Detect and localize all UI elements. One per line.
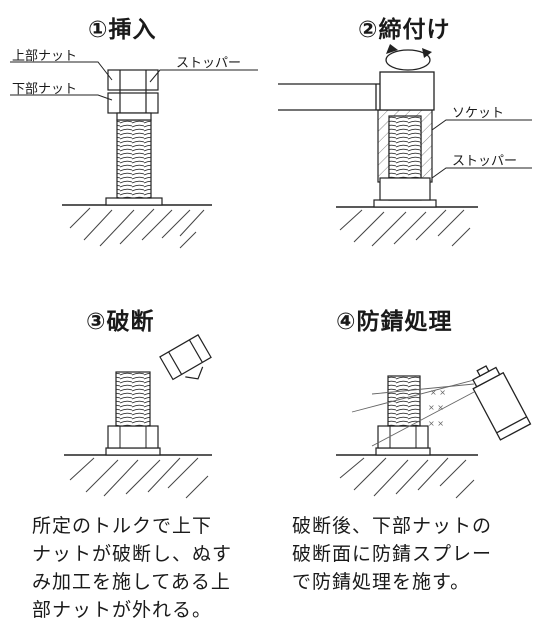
detached-upper-nut [159,334,212,381]
stopper-plate [375,447,431,456]
label-socket: ソケット [452,106,505,121]
svg-text:× ×: × × [428,403,444,412]
description-line: み加工を施してある上 [32,571,231,593]
spray-cone: × × × × × × [351,379,475,447]
panel-fracture [64,334,212,499]
step-title-tighten: ②締付け [358,17,451,43]
description-line: 部ナットが外れる。 [32,599,213,621]
svg-text:× ×: × × [430,388,446,397]
description-line: ナットが破断し、ぬす [32,543,233,565]
description-line: で防錆処理を施す。 [292,571,471,593]
ground [336,206,478,247]
bolt-thread [115,371,151,427]
panel-tighten [278,44,532,247]
svg-text:× ×: × × [428,419,444,428]
socket [377,109,433,201]
wrench-handle [278,71,435,111]
step-title-antirust: ④防錆処理 [336,309,453,335]
rotation-arrow-icon [385,44,432,71]
lower-nut [107,425,159,449]
ground [336,454,478,499]
stopper-plate [105,447,161,456]
step-title-insert: ①挿入 [88,17,157,43]
description-antirust: 破断後、下部ナットの 破断面に防錆スプレー で防錆処理を施す。 [292,512,492,596]
description-line: 破断面に防錆スプレー [292,543,493,565]
description-line: 破断後、下部ナットの [292,515,493,537]
label-lower-nut: 下部ナット [12,82,78,97]
description-fracture: 所定のトルクで上下 ナットが破断し、ぬす み加工を施してある上 部ナットが外れる… [32,512,232,624]
ground [64,454,212,499]
label-stopper-2: ストッパー [452,154,518,169]
stopper-plate [105,197,163,206]
step-title-fracture: ③破断 [86,309,155,335]
panel-insert [10,61,258,249]
ground [62,204,212,249]
label-stopper: ストッパー [176,56,242,71]
label-upper-nut: 上部ナット [12,49,78,64]
spray-can-icon [472,365,532,441]
double-nut [107,69,159,121]
panel-antirust: × × × × × × [336,365,532,499]
bolt-thread [116,119,152,199]
stopper-plate [373,199,437,208]
description-line: 所定のトルクで上下 [32,515,213,537]
